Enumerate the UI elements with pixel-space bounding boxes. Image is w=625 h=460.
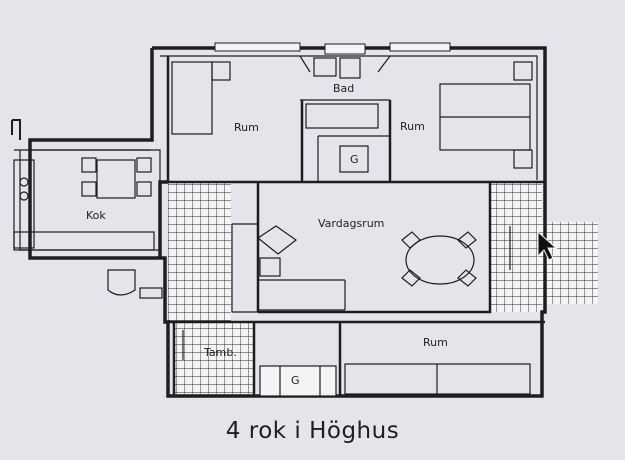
dining-table bbox=[405, 235, 475, 285]
kitchen-counter bbox=[13, 159, 35, 249]
outer-wall bbox=[28, 46, 547, 398]
closet-bottom bbox=[259, 365, 337, 397]
interior-walls bbox=[166, 56, 545, 396]
tiled-floors bbox=[168, 182, 598, 394]
hall-fixtures bbox=[107, 226, 531, 397]
balcony-rail bbox=[11, 119, 21, 140]
closet-top bbox=[339, 145, 369, 173]
mouse-pointer-icon bbox=[537, 230, 558, 261]
balcony-tiles bbox=[520, 222, 598, 304]
room-label-kok: Kok bbox=[86, 209, 106, 222]
room-label-bad: Bad bbox=[333, 82, 354, 95]
windows-top bbox=[214, 42, 451, 55]
tamb-tiles bbox=[174, 322, 254, 394]
room-label-vardagsrum: Vardagsrum bbox=[318, 217, 384, 230]
bathroom-fixtures bbox=[299, 55, 391, 173]
armchair bbox=[256, 225, 298, 255]
bathtub bbox=[305, 103, 379, 129]
room-label-rum-bottom: Rum bbox=[423, 336, 448, 349]
bed-left bbox=[171, 61, 213, 135]
plan-caption: 4 rok i Höghus bbox=[225, 418, 400, 444]
room-label-rum-right: Rum bbox=[400, 120, 425, 133]
kitchen-table bbox=[96, 159, 136, 199]
living-room-fixtures bbox=[256, 225, 477, 287]
door-swing bbox=[182, 226, 511, 360]
room-label-rum-left: Rum bbox=[234, 121, 259, 134]
hall-tiles bbox=[168, 182, 231, 322]
toilet bbox=[339, 57, 361, 79]
bedroom-fixtures bbox=[171, 61, 533, 169]
sink bbox=[313, 57, 337, 77]
room-label-garderob-top: G bbox=[350, 153, 359, 166]
room-label-garderob-bottom: G bbox=[291, 374, 300, 387]
wardrobe-cabinet bbox=[107, 269, 136, 296]
walls bbox=[11, 46, 547, 398]
kitchen-fixtures bbox=[13, 149, 155, 251]
room-label-tamb: Tamb. bbox=[203, 346, 237, 359]
